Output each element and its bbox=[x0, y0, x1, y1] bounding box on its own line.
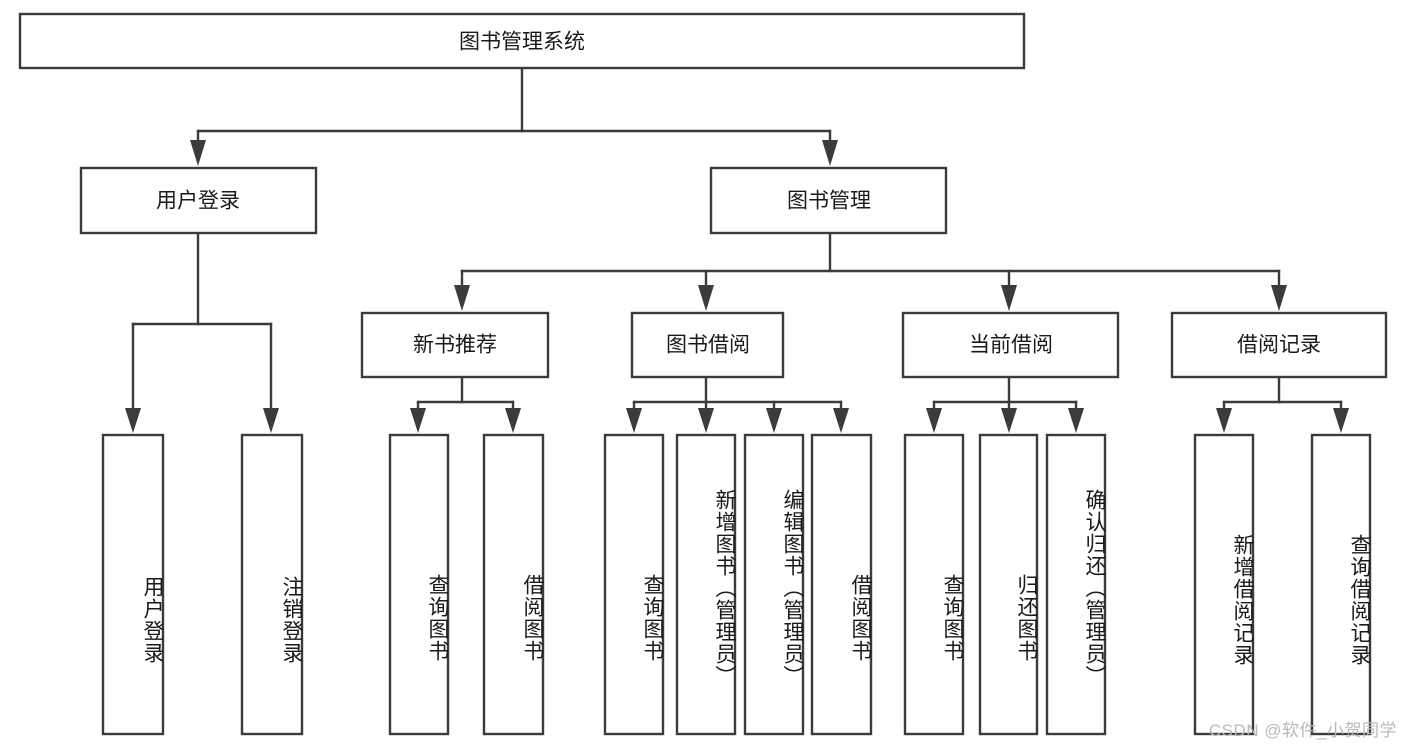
arrow-head-b1 bbox=[626, 408, 642, 433]
arrow-head-n1 bbox=[410, 408, 426, 433]
node-current-borrow[interactable] bbox=[901, 311, 1120, 379]
node-new-book-recommend-label: 新书推荐 bbox=[413, 334, 497, 357]
node-leaf-return-book[interactable] bbox=[978, 433, 1039, 736]
arrow-head-b2 bbox=[698, 408, 714, 433]
arrow-head-n2 bbox=[505, 408, 521, 433]
arrow-head-u1 bbox=[125, 408, 141, 433]
arrow-head-c2 bbox=[1001, 408, 1017, 433]
node-leaf-logout[interactable] bbox=[240, 433, 304, 736]
node-leaf-query-book-3[interactable] bbox=[903, 433, 965, 736]
arrow-head-b4 bbox=[833, 408, 849, 433]
arrow-head-c3 bbox=[1068, 408, 1084, 433]
node-leaf-query-borrow-record[interactable] bbox=[1310, 433, 1372, 736]
node-root-label: 图书管理系统 bbox=[459, 31, 585, 54]
node-leaf-borrow-book-1[interactable] bbox=[482, 433, 545, 736]
arrow-head-r1 bbox=[1216, 408, 1232, 433]
node-user-login-label: 用户登录 bbox=[156, 190, 240, 213]
node-leaf-query-book-1[interactable] bbox=[388, 433, 450, 736]
node-book-borrow-label: 图书借阅 bbox=[666, 334, 750, 357]
node-new-book-recommend[interactable] bbox=[360, 311, 550, 379]
node-user-login[interactable] bbox=[79, 166, 318, 235]
node-borrow-record-label: 借阅记录 bbox=[1237, 334, 1321, 357]
node-book-management[interactable] bbox=[709, 166, 948, 235]
arrow-head-l3c bbox=[1001, 285, 1017, 311]
node-book-borrow[interactable] bbox=[630, 311, 785, 379]
node-borrow-record[interactable] bbox=[1170, 311, 1388, 379]
node-book-management-label: 图书管理 bbox=[787, 190, 871, 213]
arrow-head-userlogin bbox=[190, 140, 206, 166]
node-root[interactable] bbox=[18, 12, 1026, 70]
arrow-head-l3b bbox=[698, 285, 714, 311]
arrow-head-l3a bbox=[454, 285, 470, 311]
node-current-borrow-label: 当前借阅 bbox=[969, 334, 1053, 357]
arrow-head-r2 bbox=[1333, 408, 1349, 433]
node-leaf-query-book-2[interactable] bbox=[603, 433, 665, 736]
node-leaf-edit-book-admin[interactable] bbox=[743, 433, 805, 736]
arrow-head-l3d bbox=[1271, 285, 1287, 311]
node-leaf-add-book-admin[interactable] bbox=[675, 433, 737, 736]
node-leaf-confirm-return-admin[interactable] bbox=[1045, 433, 1107, 736]
node-leaf-user-login[interactable] bbox=[101, 433, 165, 736]
arrow-head-u2 bbox=[263, 408, 279, 433]
arrow-head-b3 bbox=[766, 408, 782, 433]
node-leaf-add-borrow-record[interactable] bbox=[1193, 433, 1255, 736]
arrow-head-bookmgmt bbox=[822, 140, 838, 166]
node-leaf-borrow-book-2[interactable] bbox=[810, 433, 873, 736]
csdn-watermark: CSDN @软件_小贺同学 bbox=[1208, 721, 1397, 740]
arrow-head-c1 bbox=[926, 408, 942, 433]
